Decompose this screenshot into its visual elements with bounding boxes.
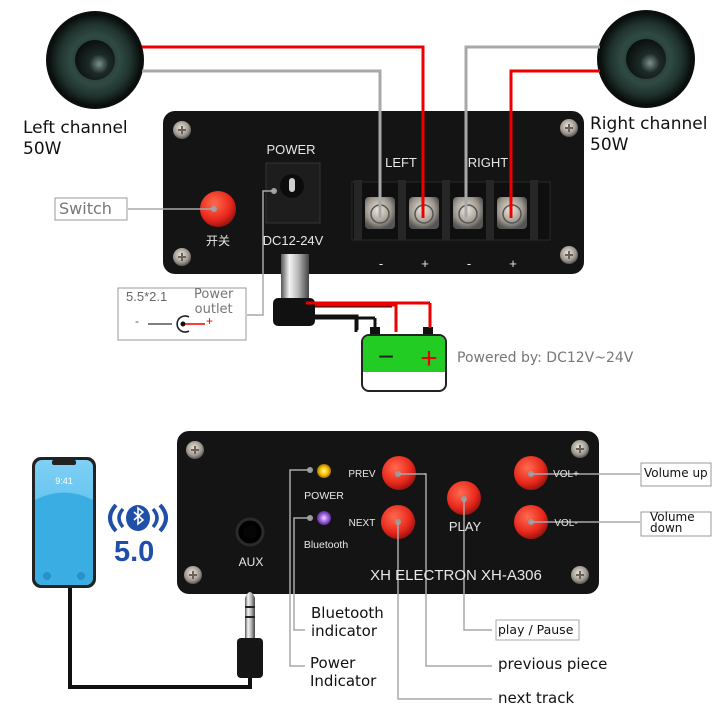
- previous-piece-callout: previous piece: [498, 655, 608, 673]
- right-channel-name: Right channel: [590, 114, 708, 134]
- bluetooth-version: 5.0: [114, 536, 155, 568]
- screw-icon: [560, 119, 578, 137]
- screw-icon: [184, 566, 202, 584]
- dc-voltage-label: DC12-24V: [263, 233, 324, 248]
- powered-by-label: Powered by: DC12V~24V: [457, 350, 634, 366]
- screw-icon: [186, 441, 204, 459]
- left-channel-power: 50W: [23, 139, 62, 159]
- vol-down-label: VOL-: [554, 518, 577, 529]
- vol-up-label: VOL+: [553, 469, 579, 480]
- phone-time: 9:41: [55, 476, 73, 486]
- left-channel-label: Left channel 50W: [23, 118, 128, 160]
- outlet-minus: -: [135, 314, 139, 328]
- prev-label: PREV: [348, 469, 376, 480]
- outlet-plus: +: [206, 314, 214, 328]
- bt-indicator-line1: Bluetooth: [311, 604, 384, 622]
- bluetooth-icon: [108, 503, 168, 533]
- bluetooth-led-label: Bluetooth: [304, 539, 349, 551]
- next-label: NEXT: [349, 518, 376, 529]
- screw-icon: [173, 248, 191, 266]
- power-outlet-line2: outlet: [194, 302, 233, 317]
- terminal-polarity-2: +: [421, 256, 429, 271]
- power-indicator-line2: Indicator: [310, 672, 377, 690]
- battery-minus: −: [378, 341, 394, 372]
- screw-icon: [560, 246, 578, 264]
- aux-label: AUX: [239, 555, 264, 569]
- play-pause-callout-box: [495, 619, 580, 641]
- dc-plug: [273, 254, 315, 326]
- left-speaker: [46, 11, 144, 109]
- volume-down-callout: Volume down: [650, 510, 695, 535]
- bluetooth-led: [317, 511, 331, 525]
- power-outlet-label: Power outlet: [194, 287, 233, 317]
- speaker-wires: [142, 45, 600, 218]
- smartphone: [32, 457, 96, 588]
- terminal-polarity-1: -: [379, 256, 383, 271]
- power-led-label: POWER: [304, 490, 344, 502]
- terminal-polarity-4: +: [509, 256, 517, 271]
- screw-icon: [173, 121, 191, 139]
- switch-cn-label: 开关: [206, 234, 230, 248]
- play-label: PLAY: [449, 519, 482, 534]
- volume-down-line2: down: [650, 521, 683, 535]
- next-track-callout: next track: [498, 689, 575, 707]
- callout-lines: [289, 469, 640, 700]
- right-speaker: [597, 10, 695, 108]
- aux-cable: [68, 588, 252, 689]
- power-switch-button[interactable]: [200, 191, 236, 227]
- bt-indicator-line2: indicator: [311, 622, 378, 640]
- right-channel-power: 50W: [590, 135, 629, 155]
- switch-callout-box: [54, 197, 128, 221]
- battery: [361, 327, 447, 392]
- left-terminal-label: LEFT: [385, 155, 417, 170]
- volume-up-callout-box: [640, 462, 712, 487]
- switch-callout-label: Switch: [59, 199, 112, 218]
- power-label: POWER: [266, 142, 315, 157]
- power-led: [317, 464, 331, 478]
- left-channel-name: Left channel: [23, 118, 128, 138]
- screw-icon: [571, 440, 589, 458]
- brand-model-label: XH ELECTRON XH-A306: [370, 567, 542, 584]
- right-terminal-label: RIGHT: [468, 155, 509, 170]
- battery-plus: +: [420, 342, 438, 375]
- aux-plug: [237, 592, 263, 678]
- power-indicator-line1: Power: [310, 654, 356, 672]
- bluetooth-indicator-callout: Bluetooth indicator: [311, 604, 384, 640]
- power-indicator-callout: Power Indicator: [310, 654, 376, 690]
- right-channel-label: Right channel 50W: [590, 114, 707, 156]
- play-pause-callout: play / Pause: [498, 622, 574, 637]
- outlet-size-label: 5.5*2.1: [126, 289, 168, 304]
- volume-up-callout: Volume up: [644, 466, 708, 480]
- speaker-terminal-block: [351, 180, 551, 241]
- terminal-polarity-3: -: [467, 256, 471, 271]
- aux-jack[interactable]: [235, 517, 265, 547]
- power-outlet-line1: Power: [194, 287, 234, 302]
- screw-icon: [571, 566, 589, 584]
- volume-down-callout-box: [640, 511, 712, 537]
- callout-line: [247, 190, 274, 316]
- volume-down-line1: Volume: [650, 510, 695, 524]
